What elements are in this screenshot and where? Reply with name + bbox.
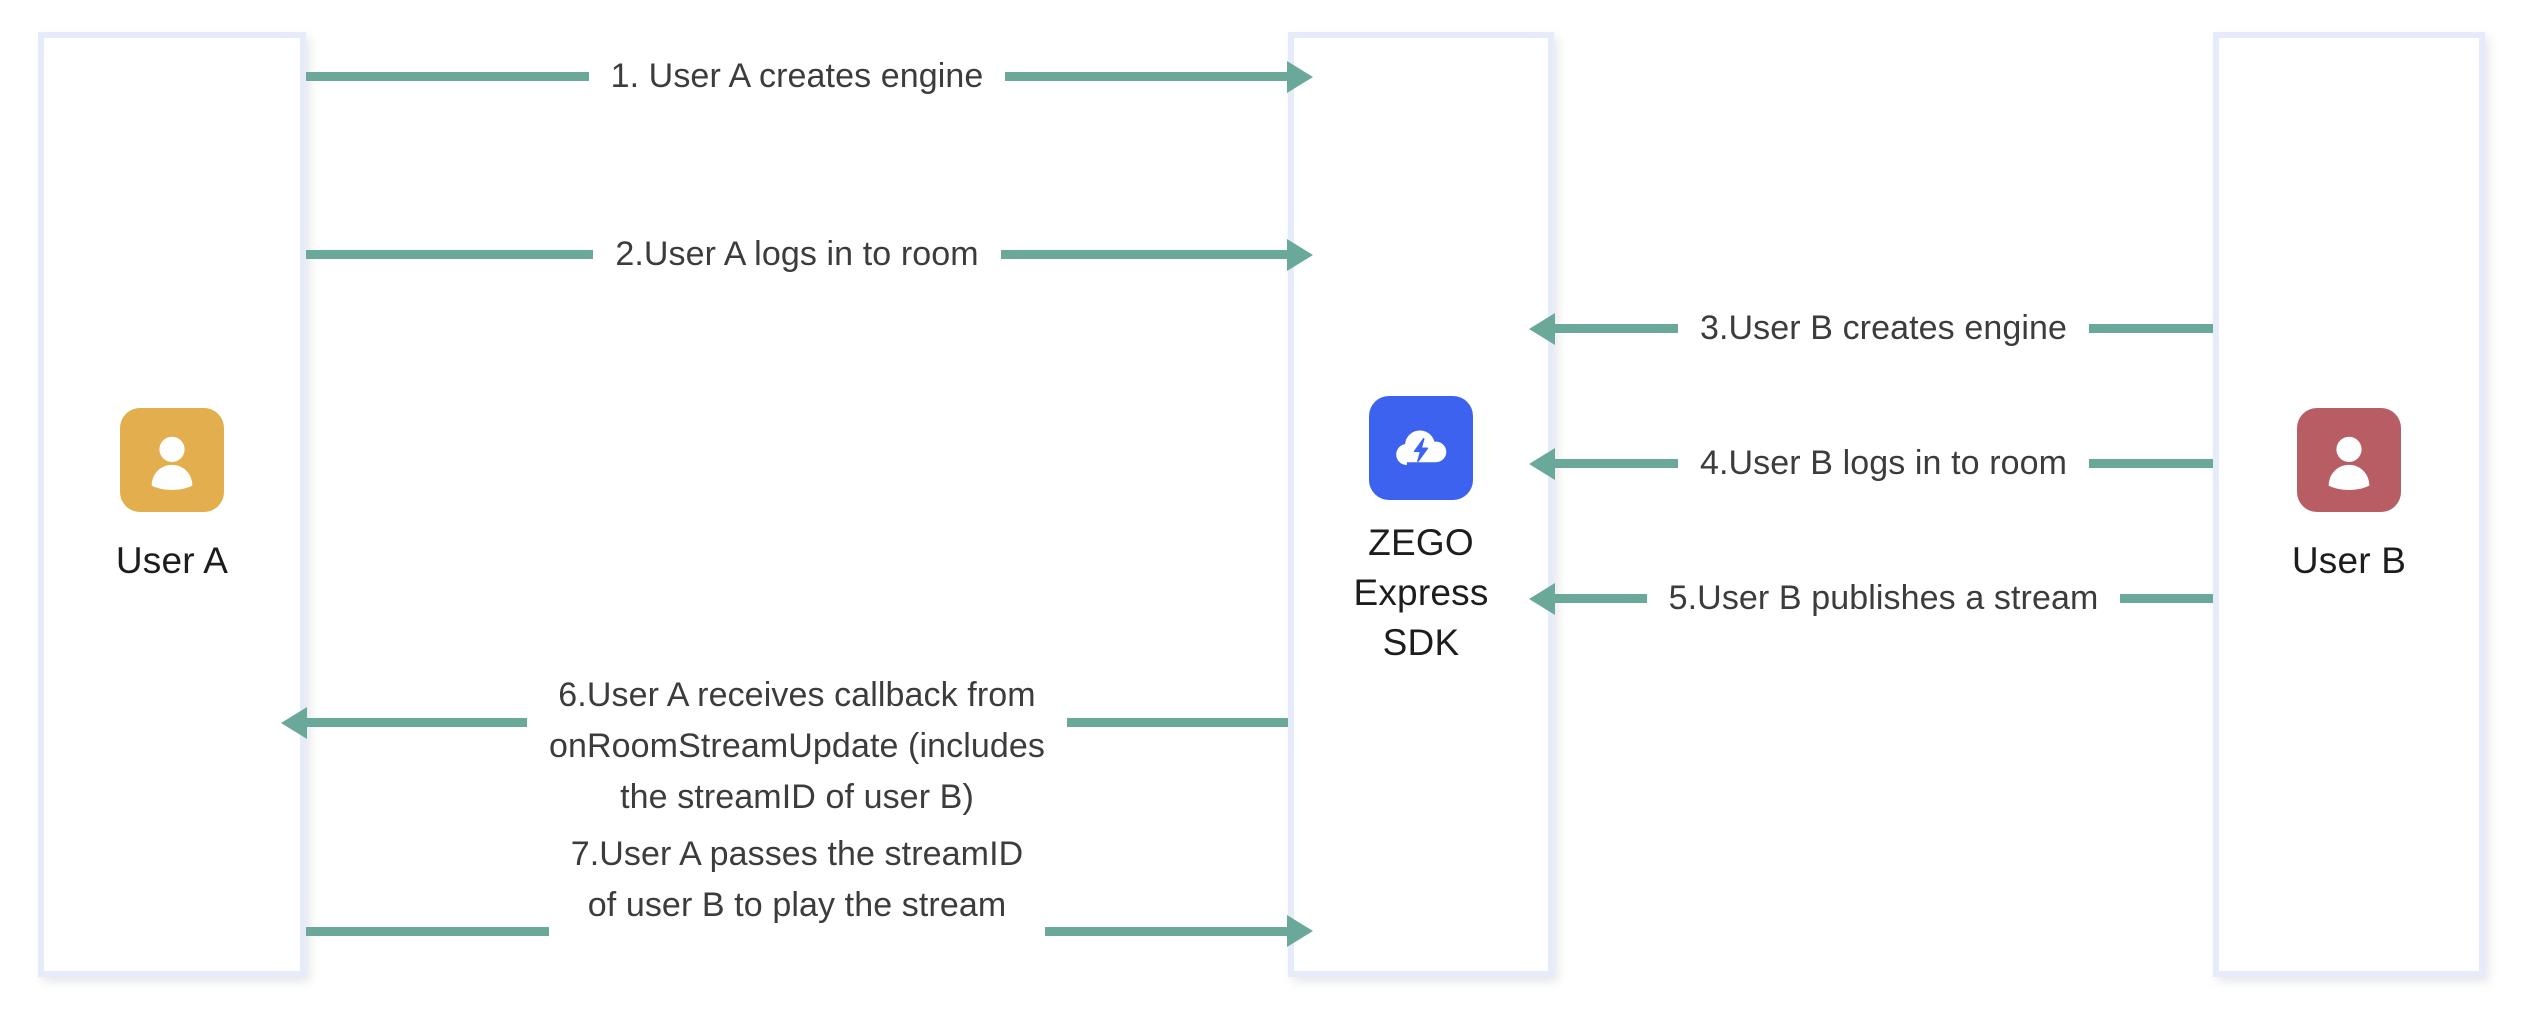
zego-cloud-bolt-icon: [1369, 396, 1473, 500]
arrow-line: [306, 72, 589, 81]
arrow-line: [2089, 459, 2214, 468]
actor-label-zego-express-sdk: ZEGO Express SDK: [1353, 522, 1489, 663]
actor-user-a: User A: [44, 408, 300, 586]
arrow-head-left-icon: [1554, 459, 1678, 468]
step-arrow-3: 3.User B creates engine: [1554, 303, 2213, 354]
arrow-head-left-icon: [306, 718, 527, 727]
step-arrow-7: 7.User A passes the streamID of user B t…: [306, 829, 1288, 982]
step-arrow-6: 6.User A receives callback from onRoomSt…: [306, 646, 1288, 823]
arrow-line: [1067, 718, 1288, 727]
arrow-head-left-icon: [1554, 324, 1678, 333]
step-arrow-1: 1. User A creates engine: [306, 51, 1289, 102]
actor-label-user-a: User A: [115, 540, 229, 581]
step-label-2: 2.User A logs in to room: [593, 229, 1001, 280]
user-avatar-icon: [120, 408, 224, 512]
actor-user-b: User B: [2219, 408, 2479, 586]
arrow-head-right-icon: [1005, 72, 1289, 81]
actor-label-user-b: User B: [2291, 540, 2407, 581]
arrow-line: [2089, 324, 2213, 333]
step-label-1: 1. User A creates engine: [588, 51, 1006, 102]
step-label-3: 3.User B creates engine: [1677, 303, 2090, 354]
actor-zego-express-sdk: ZEGO Express SDK: [1294, 396, 1548, 668]
step-label-4: 4.User B logs in to room: [1677, 438, 2090, 489]
arrow-line: [306, 926, 549, 936]
step-arrow-4: 4.User B logs in to room: [1554, 438, 2214, 489]
arrow-line: [2120, 594, 2213, 603]
lane-user-a: User A: [38, 32, 306, 977]
arrow-head-left-icon: [1554, 594, 1647, 603]
step-label-6: 6.User A receives callback from onRoomSt…: [526, 670, 1068, 823]
user-avatar-icon: [2297, 408, 2401, 512]
lane-zego-express-sdk: ZEGO Express SDK: [1288, 32, 1554, 977]
arrow-head-right-icon: [1000, 250, 1289, 259]
step-arrow-2: 2.User A logs in to room: [306, 229, 1289, 280]
step-label-7: 7.User A passes the streamID of user B t…: [548, 829, 1046, 931]
step-arrow-5: 5.User B publishes a stream: [1554, 573, 2213, 624]
lane-user-b: User B: [2213, 32, 2485, 977]
step-label-5: 5.User B publishes a stream: [1646, 573, 2121, 624]
arrow-line: [306, 250, 594, 259]
arrow-head-right-icon: [1045, 926, 1288, 936]
